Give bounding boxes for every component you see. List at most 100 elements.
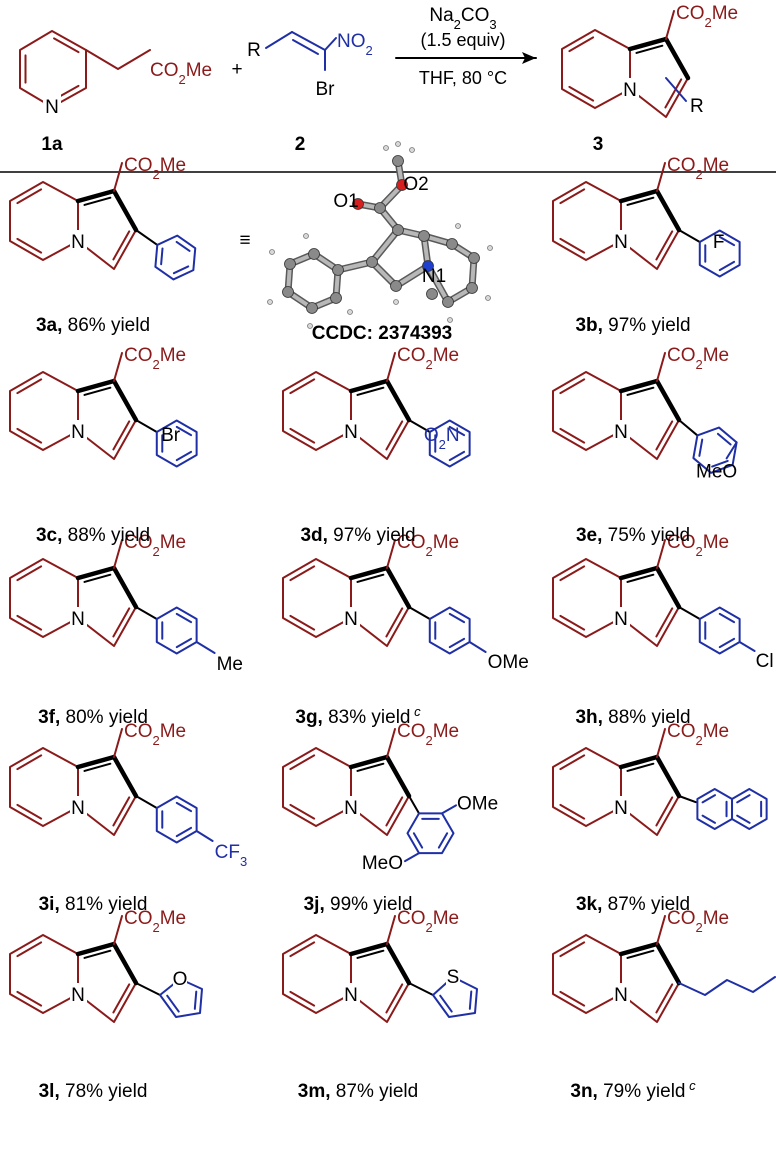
double-bond [16, 188, 43, 205]
methoxyphenyl-ring [692, 426, 738, 474]
cf3-bond [195, 830, 214, 842]
methoxy-label: OMe [488, 652, 529, 673]
yield: 97% yield [328, 525, 416, 546]
fused-bond [384, 754, 412, 799]
pyridine-ring [552, 181, 622, 261]
label-part: 2 [153, 920, 160, 935]
compound-id: 3c, [36, 525, 62, 546]
double-bond [568, 85, 595, 102]
yield: 83% yield [323, 707, 411, 728]
label-part: Me [703, 532, 729, 553]
butyl-chain [678, 976, 776, 996]
crystal-atom-ph4 [282, 286, 294, 298]
aryl-bond [135, 606, 158, 620]
label-part: Me [703, 155, 729, 176]
label-part: CO [397, 721, 426, 742]
atom-label: O1 [333, 191, 358, 212]
hydrogen-atom [395, 141, 401, 147]
ccdc-label: CCDC: 2374393 [312, 323, 452, 344]
ester-bond [386, 915, 396, 945]
double-bond [701, 794, 717, 804]
ester-label: CO2Me [676, 3, 738, 30]
fused-bond [111, 378, 139, 423]
double-bond [664, 78, 683, 109]
yield: 88% yield [603, 707, 691, 728]
phenyl-ring [154, 234, 197, 281]
ester-bond [386, 539, 396, 569]
label-mask [613, 420, 630, 442]
label-part: 2 [153, 167, 160, 182]
r-group: R [690, 96, 704, 117]
fused-bond [75, 188, 117, 204]
compound-id: 3i, [39, 894, 60, 915]
label-part: 2 [696, 167, 703, 182]
naphthyl-ring-b [730, 787, 768, 830]
bromophenyl-ring [155, 419, 198, 468]
label-part: 2 [366, 43, 373, 58]
naphthyl-ring-a [696, 787, 734, 830]
fused-bond [75, 754, 117, 770]
ring-nitrogen: N [45, 97, 59, 118]
ester-label: CO2Me [397, 721, 459, 748]
heteroaryl-bond [135, 982, 161, 996]
double-bond [655, 796, 674, 827]
pyridine-ring [9, 371, 79, 451]
bromo-label: Br [316, 79, 336, 100]
pyridine-ring [9, 747, 79, 827]
label-mask [70, 420, 87, 442]
ring-outline [19, 30, 87, 108]
ring-nitrogen: N [614, 422, 628, 443]
fused-bond [384, 941, 412, 986]
ring-outline [155, 419, 198, 468]
double-bond [16, 941, 43, 958]
double-bond [160, 247, 164, 266]
label-part: CO [461, 5, 490, 26]
ring-outline [9, 558, 79, 638]
compound-id: 3f, [38, 707, 60, 728]
double-bond [175, 450, 193, 462]
double-bond [385, 420, 404, 451]
double-bond [655, 420, 674, 451]
double-bond [175, 425, 193, 437]
methoxy-bond [468, 641, 487, 653]
label-part: Me [160, 721, 186, 742]
fused-bond [384, 378, 412, 423]
label-part: CO [397, 532, 426, 553]
yield: 88% yield [62, 525, 150, 546]
aryl-bond [135, 419, 158, 433]
compound-id: 3n, [570, 1081, 597, 1102]
crystal-atom-c6 [468, 252, 480, 264]
compound-id: 3l, [39, 1081, 60, 1102]
ring-nitrogen: N [71, 798, 85, 819]
ester-label: CO2Me [667, 908, 729, 935]
yield: 87% yield [331, 1081, 419, 1102]
label-mask [43, 94, 61, 116]
label-part: 2 [696, 357, 703, 372]
label-part: 2 [153, 357, 160, 372]
fused-bond [348, 378, 390, 394]
double-bond [568, 36, 595, 53]
aryl-bond [678, 229, 701, 243]
fused-bond [654, 378, 682, 423]
thiophene-sulfur: S [447, 967, 460, 988]
double-bond [718, 612, 736, 624]
double-bond [698, 438, 704, 457]
label-part: 2 [705, 15, 712, 30]
double-bond [289, 941, 316, 958]
double-bond [289, 754, 316, 771]
product-caption: 3n, 79% yield c [570, 1078, 696, 1103]
double-bond [448, 637, 466, 649]
double-bond [289, 614, 316, 631]
ester-label: CO2Me [124, 908, 186, 935]
pyridine-ring [282, 371, 352, 451]
double-bond [718, 235, 736, 247]
label-part: 2 [426, 544, 433, 559]
